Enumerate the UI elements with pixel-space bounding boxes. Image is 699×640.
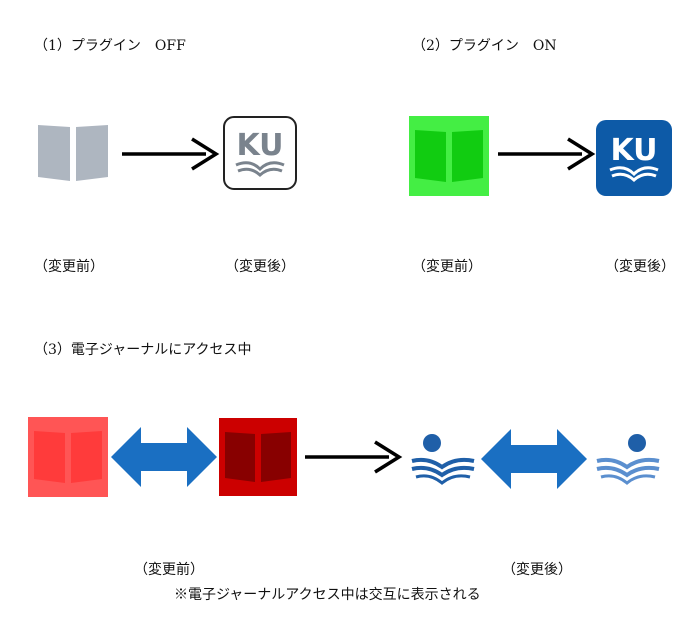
alternate-display-note: ※電子ジャーナルアクセス中は交互に表示される	[174, 587, 481, 603]
label-before-3: （変更前）	[134, 562, 204, 578]
label-after-1: （変更後）	[225, 259, 295, 275]
book-icon	[409, 116, 489, 196]
book-icon	[34, 121, 112, 185]
label-before-2: （変更前）	[412, 259, 482, 275]
ku-logo-text: KU	[236, 128, 283, 163]
arrow-right-icon	[496, 134, 596, 174]
double-arrow-icon	[111, 425, 217, 489]
ku-logo-icon: KU	[222, 115, 298, 191]
ku-logo-icon: KU	[596, 120, 672, 196]
double-arrow-icon	[481, 427, 587, 491]
arrow-right-icon	[120, 134, 220, 174]
book-icon	[219, 418, 297, 496]
reader-icon	[408, 431, 478, 487]
arrow-right-icon	[303, 437, 403, 477]
heading-ejournal: （3）電子ジャーナルにアクセス中	[34, 342, 252, 358]
label-before-1: （変更前）	[34, 259, 104, 275]
reader-icon	[593, 431, 663, 487]
label-after-3: （変更後）	[502, 562, 572, 578]
heading-plugin-on: （2）プラグイン ON	[412, 38, 557, 54]
ku-logo-text: KU	[610, 133, 657, 168]
heading-plugin-off: （1）プラグイン OFF	[34, 38, 186, 54]
book-icon	[28, 417, 108, 497]
label-after-2: （変更後）	[605, 259, 675, 275]
